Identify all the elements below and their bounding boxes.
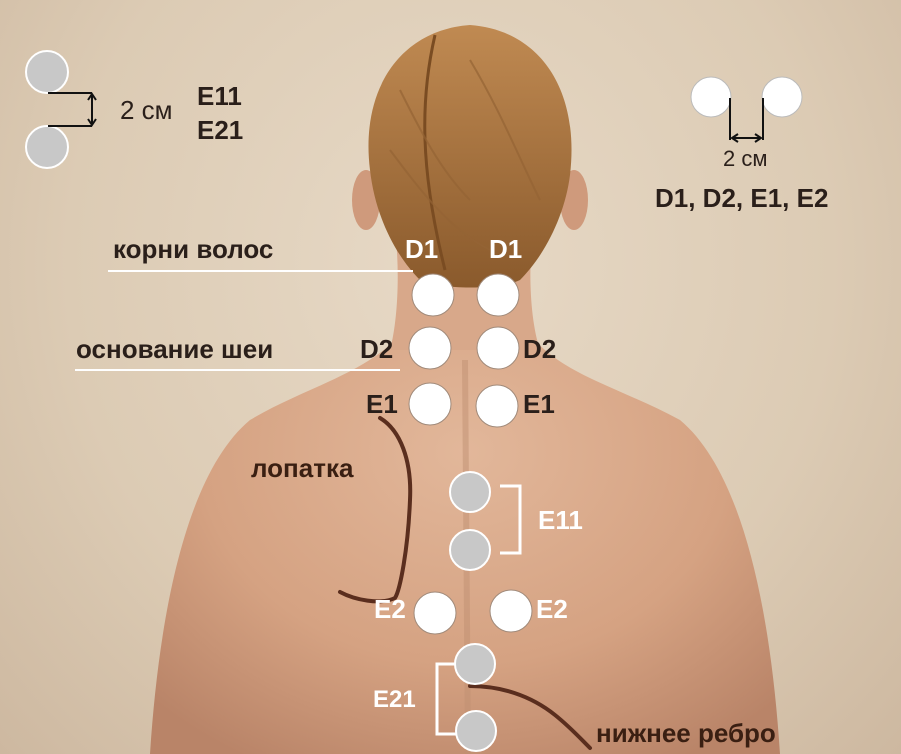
legend-white-electrode-right [762, 77, 802, 117]
label-d2-left: D2 [360, 336, 393, 362]
legend-left-code-e11: E11 [197, 83, 242, 109]
legend-left-distance: 2 см [120, 97, 173, 123]
electrode-e1-left [409, 383, 451, 425]
label-e1-left: E1 [366, 391, 398, 417]
label-scapula: лопатка [251, 455, 353, 481]
electrode-e21-bottom [456, 711, 496, 751]
legend-white-electrode-left [691, 77, 731, 117]
legend-left-code-e21: E21 [197, 117, 243, 143]
electrode-d2-left [409, 327, 451, 369]
label-e21: E21 [373, 688, 416, 712]
electrode-d1-right [477, 274, 519, 316]
label-neck-base: основание шеи [76, 336, 273, 362]
electrode-e11-top [450, 472, 490, 512]
electrode-e21-top [455, 644, 495, 684]
label-e11: E11 [538, 507, 583, 533]
legend-right-distance: 2 см [723, 148, 767, 170]
electrode-e2-right [490, 590, 532, 632]
legend-gray-electrode-top [26, 51, 68, 93]
hair [368, 25, 571, 288]
electrode-d2-right [477, 327, 519, 369]
electrode-e1-right [476, 385, 518, 427]
label-d2-right: D2 [523, 336, 556, 362]
label-e2-right: E2 [536, 596, 568, 622]
label-d1-left: D1 [405, 236, 438, 262]
label-d1-right: D1 [489, 236, 522, 262]
legend-gray-electrode-bottom [26, 126, 68, 168]
electrode-d1-left [412, 274, 454, 316]
label-hair-roots: корни волос [113, 236, 273, 262]
electrode-e2-left [414, 592, 456, 634]
legend-white-distance-bracket [730, 98, 763, 140]
label-e1-right: E1 [523, 391, 555, 417]
label-e2-left: E2 [374, 596, 406, 622]
label-lower-rib: нижнее ребро [596, 720, 776, 746]
legend-gray-distance-bracket [48, 93, 92, 126]
electrode-e11-bottom [450, 530, 490, 570]
legend-right-codes: D1, D2, E1, E2 [655, 185, 828, 211]
